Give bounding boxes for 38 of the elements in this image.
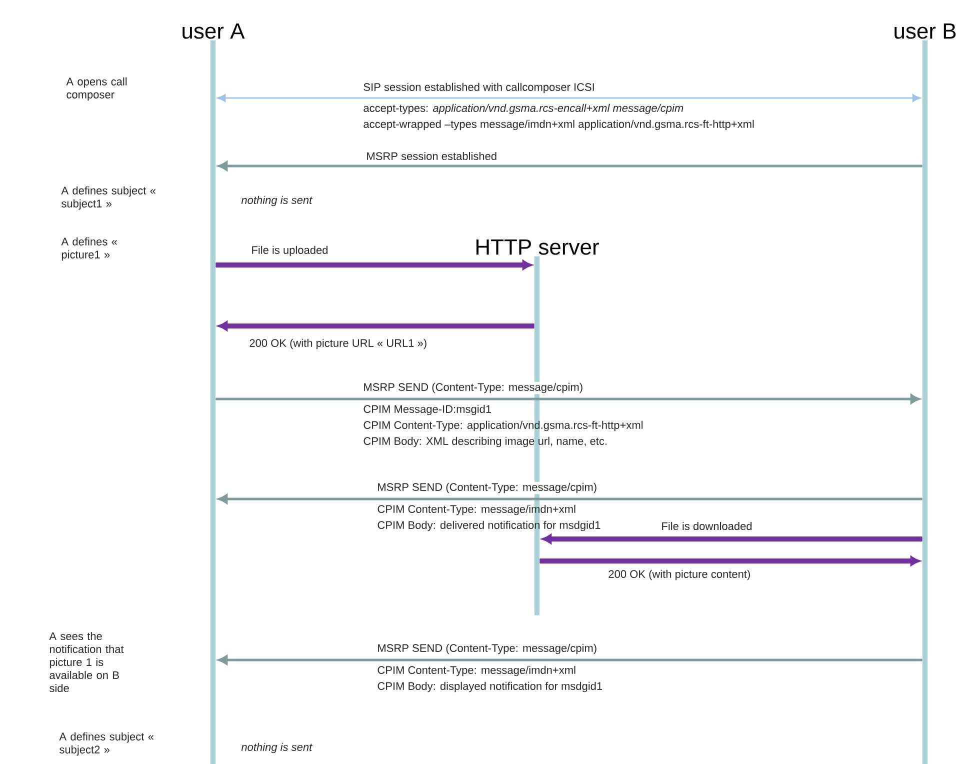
arrow — [216, 394, 920, 404]
note: A defines subject « subject1 » — [61, 186, 156, 210]
message-detail: CPIM Message-ID:msgid1 — [364, 404, 492, 416]
edge-label: MSRP SEND (Content-Type: message/cpim) — [378, 482, 596, 494]
arrow — [218, 655, 922, 665]
edge-label: File is downloaded — [662, 522, 752, 530]
lifeline-header: user A — [182, 23, 245, 39]
arrow — [216, 260, 532, 270]
edge-label: SIP session established with callcomposer ICSI — [364, 82, 594, 94]
note: A sees the notification that picture 1 is available on B side — [49, 632, 124, 692]
lifeline-header: user B — [894, 23, 956, 39]
arrow — [540, 556, 920, 566]
arrow — [218, 321, 534, 331]
lifeline-header: HTTP server — [476, 239, 599, 255]
message-detail: CPIM Body: delivered notification for msdgid1 — [378, 520, 600, 532]
note: A opens call composer — [66, 77, 127, 101]
edge-label: MSRP SEND (Content-Type: message/cpim) — [364, 382, 582, 394]
message-detail: accept-types: application/vnd.gsma.rcs-encall+xml message/cpim — [364, 104, 684, 114]
message-detail: CPIM Body: displayed notification for msdgid1 — [378, 682, 602, 692]
edge-label: MSRP SEND (Content-Type: message/cpim) — [378, 644, 596, 654]
lifeline — [894, 23, 956, 764]
arrow — [542, 534, 922, 544]
note: nothing is sent — [241, 742, 312, 754]
arrow — [218, 494, 922, 504]
message-detail: CPIM Content-Type: message/imdn+xml — [378, 666, 576, 676]
message-detail: CPIM Content-Type: application/vnd.gsma.rcs-ft-http+xml — [364, 420, 643, 432]
message-detail: accept-wrapped –types message/imdn+xml application/vnd.gsma.rcs-ft-http+xml — [364, 120, 754, 130]
arrow — [218, 161, 922, 171]
arrow — [218, 94, 920, 102]
edge-label: 200 OK (with picture content) — [608, 570, 750, 580]
note: nothing is sent — [241, 196, 312, 206]
note: A defines subject « subject2 » — [59, 732, 154, 756]
edge-label: MSRP session established — [367, 152, 496, 160]
note: A defines « picture1 » — [61, 237, 117, 261]
message-detail: CPIM Content-Type: message/imdn+xml — [378, 504, 576, 516]
message-detail: CPIM Body: XML describing image url, name, etc. — [364, 436, 606, 448]
edge-label: 200 OK (with picture URL « URL1 ») — [250, 338, 426, 350]
edge-label: File is uploaded — [252, 246, 328, 256]
